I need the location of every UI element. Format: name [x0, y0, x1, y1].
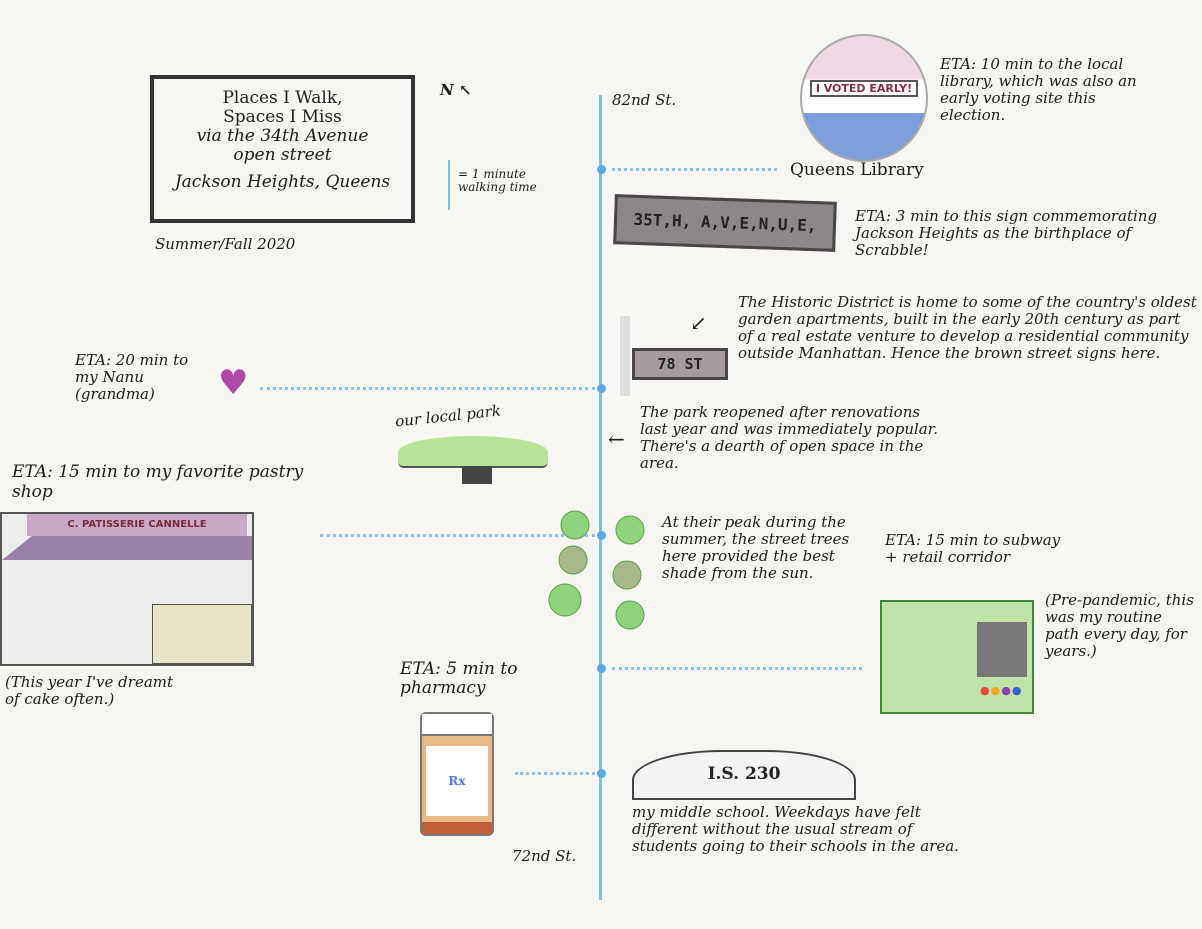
pharmacy-note: ETA: 5 min to pharmacy — [400, 659, 518, 698]
stop-dot — [597, 165, 606, 174]
trees-note: At their peak during the summer, the str… — [662, 513, 850, 582]
title-line: Jackson Heights, Queens — [174, 172, 391, 192]
title-box: Places I Walk, Spaces I Miss via the 34t… — [150, 75, 415, 223]
sign-pole — [620, 316, 630, 396]
title-line: via the 34th Avenue — [196, 126, 369, 146]
street-label-72nd: 72nd St. — [512, 847, 577, 865]
pastry-note: ETA: 15 min to my favorite pastry shop — [12, 462, 304, 502]
scrabble-note: ETA: 3 min to this sign commemorating Ja… — [855, 207, 1158, 259]
tree-icon — [560, 510, 590, 540]
nanu-note: ETA: 20 min to my Nanu (grandma) — [75, 351, 189, 403]
title-line: open street — [233, 145, 332, 165]
school-note: my middle school. Weekdays have felt dif… — [632, 803, 959, 855]
street-label-82nd: 82nd St. — [612, 91, 677, 109]
path-pastry — [320, 534, 595, 537]
bench-icon — [462, 466, 492, 484]
subway-aside: (Pre-pandemic, this was my routine path … — [1045, 591, 1194, 660]
pastry-aside: (This year I've dreamt of cake often.) — [5, 673, 174, 708]
subway-entrance-drawing: ●●●● — [880, 600, 1034, 714]
pastry-shop-drawing: C. PATISSERIE CANNELLE — [0, 512, 254, 666]
scale-label: = 1 minute walking time — [458, 167, 537, 194]
season-label: Summer/Fall 2020 — [155, 235, 296, 253]
historic-note: The Historic District is home to some of… — [738, 293, 1197, 362]
subway-note: ETA: 15 min to subway + retail corridor — [885, 531, 1061, 566]
stop-dot — [597, 664, 606, 673]
pill-bottle-drawing: Rx — [420, 712, 494, 836]
heart-icon: ♥ — [218, 363, 249, 403]
queens-library-label: Queens Library — [790, 160, 924, 180]
arrow-icon: ↙ — [690, 311, 707, 335]
bottle-cap — [422, 714, 492, 736]
tree-icon — [612, 560, 642, 590]
path-pharmacy — [515, 772, 595, 775]
stop-dot — [597, 384, 606, 393]
awning — [2, 536, 252, 560]
north-arrow: N ↖ — [440, 82, 472, 99]
tree-icon — [615, 600, 645, 630]
flower-planter — [152, 604, 252, 664]
park-label: our local park — [394, 401, 502, 431]
scrabble-sign: 35T,H, A,V,E,N,U,E, — [613, 194, 837, 252]
tree-icon — [615, 515, 645, 545]
awning-sign: C. PATISSERIE CANNELLE — [27, 514, 247, 536]
school-sign: I.S. 230 — [632, 750, 856, 800]
path-nanu — [260, 387, 595, 390]
school-sign-text: I.S. 230 — [707, 764, 781, 784]
north-label: N — [440, 81, 454, 99]
rx-label: Rx — [426, 746, 488, 816]
path-subway — [612, 667, 862, 670]
arrow-icon: ← — [608, 427, 625, 451]
scale-bar — [448, 160, 450, 210]
title-line: Places I Walk, — [222, 88, 343, 108]
north-arrow-icon: ↖ — [458, 81, 472, 99]
badge-text: I VOTED EARLY! — [810, 80, 918, 97]
78st-sign: 78 ST — [632, 348, 728, 380]
stop-dot — [597, 769, 606, 778]
title-line: Spaces I Miss — [223, 107, 342, 127]
bottle-base — [422, 822, 492, 834]
library-note: ETA: 10 min to the local library, which … — [940, 55, 1137, 124]
path-library — [612, 168, 777, 171]
34th-avenue-line — [599, 95, 602, 900]
park-drawing — [398, 436, 548, 468]
park-note: The park reopened after renovations last… — [640, 403, 939, 472]
i-voted-early-badge: I VOTED EARLY! — [800, 34, 928, 162]
stop-dot — [597, 531, 606, 540]
subway-map-board — [977, 622, 1027, 677]
tree-icon — [548, 583, 582, 617]
subway-line-bullets-icon: ●●●● — [980, 684, 1023, 697]
tree-icon — [558, 545, 588, 575]
street-trees-drawing — [548, 510, 645, 630]
